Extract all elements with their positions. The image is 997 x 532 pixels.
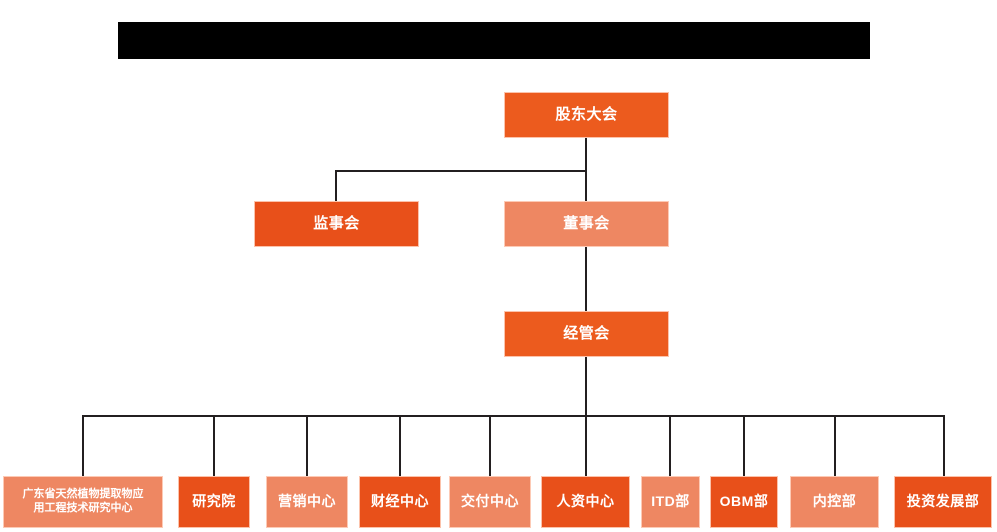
connector-supervisors-down: [335, 170, 337, 202]
node-marketing-center[interactable]: 营销中心: [266, 476, 348, 528]
node-investment-development-department[interactable]: 投资发展部: [894, 476, 992, 528]
connector-shareholders-down: [585, 138, 587, 171]
node-shareholders-meeting[interactable]: 股东大会: [504, 92, 669, 138]
connector-directors-to-management: [585, 247, 587, 312]
connector-drop-investment-development: [943, 415, 945, 476]
connector-drop-research-center: [82, 415, 84, 476]
node-label-line-2: 用工程技术研究中心: [33, 502, 133, 514]
node-label-line-1: 广东省天然植物提取物应: [22, 488, 144, 501]
connector-directors-down: [585, 170, 587, 202]
connector-drop-itd-department: [669, 415, 671, 476]
node-natural-plant-extract-research-center[interactable]: 广东省天然植物提取物应 用工程技术研究中心: [3, 476, 163, 528]
connector-drop-obm-department: [743, 415, 745, 476]
node-board-of-directors[interactable]: 董事会: [504, 201, 669, 247]
node-institute[interactable]: 研究院: [178, 476, 250, 528]
node-internal-control-department[interactable]: 内控部: [790, 476, 879, 528]
connector-drop-marketing-center: [306, 415, 308, 476]
connector-drop-delivery-center: [489, 415, 491, 476]
connector-department-bus: [82, 415, 944, 417]
node-obm-department[interactable]: OBM部: [710, 476, 778, 528]
connector-drop-hr-center: [585, 415, 587, 476]
connector-drop-internal-control: [834, 415, 836, 476]
node-board-of-supervisors[interactable]: 监事会: [254, 201, 419, 247]
node-finance-center[interactable]: 财经中心: [359, 476, 441, 528]
redacted-title-bar: [118, 22, 870, 59]
node-delivery-center[interactable]: 交付中心: [449, 476, 531, 528]
node-hr-center[interactable]: 人资中心: [541, 476, 630, 528]
node-management-committee[interactable]: 经管会: [504, 311, 669, 357]
connector-management-down: [585, 357, 587, 416]
node-itd-department[interactable]: ITD部: [641, 476, 700, 528]
connector-level1-bus: [335, 170, 587, 172]
connector-drop-institute: [213, 415, 215, 476]
connector-drop-finance-center: [399, 415, 401, 476]
